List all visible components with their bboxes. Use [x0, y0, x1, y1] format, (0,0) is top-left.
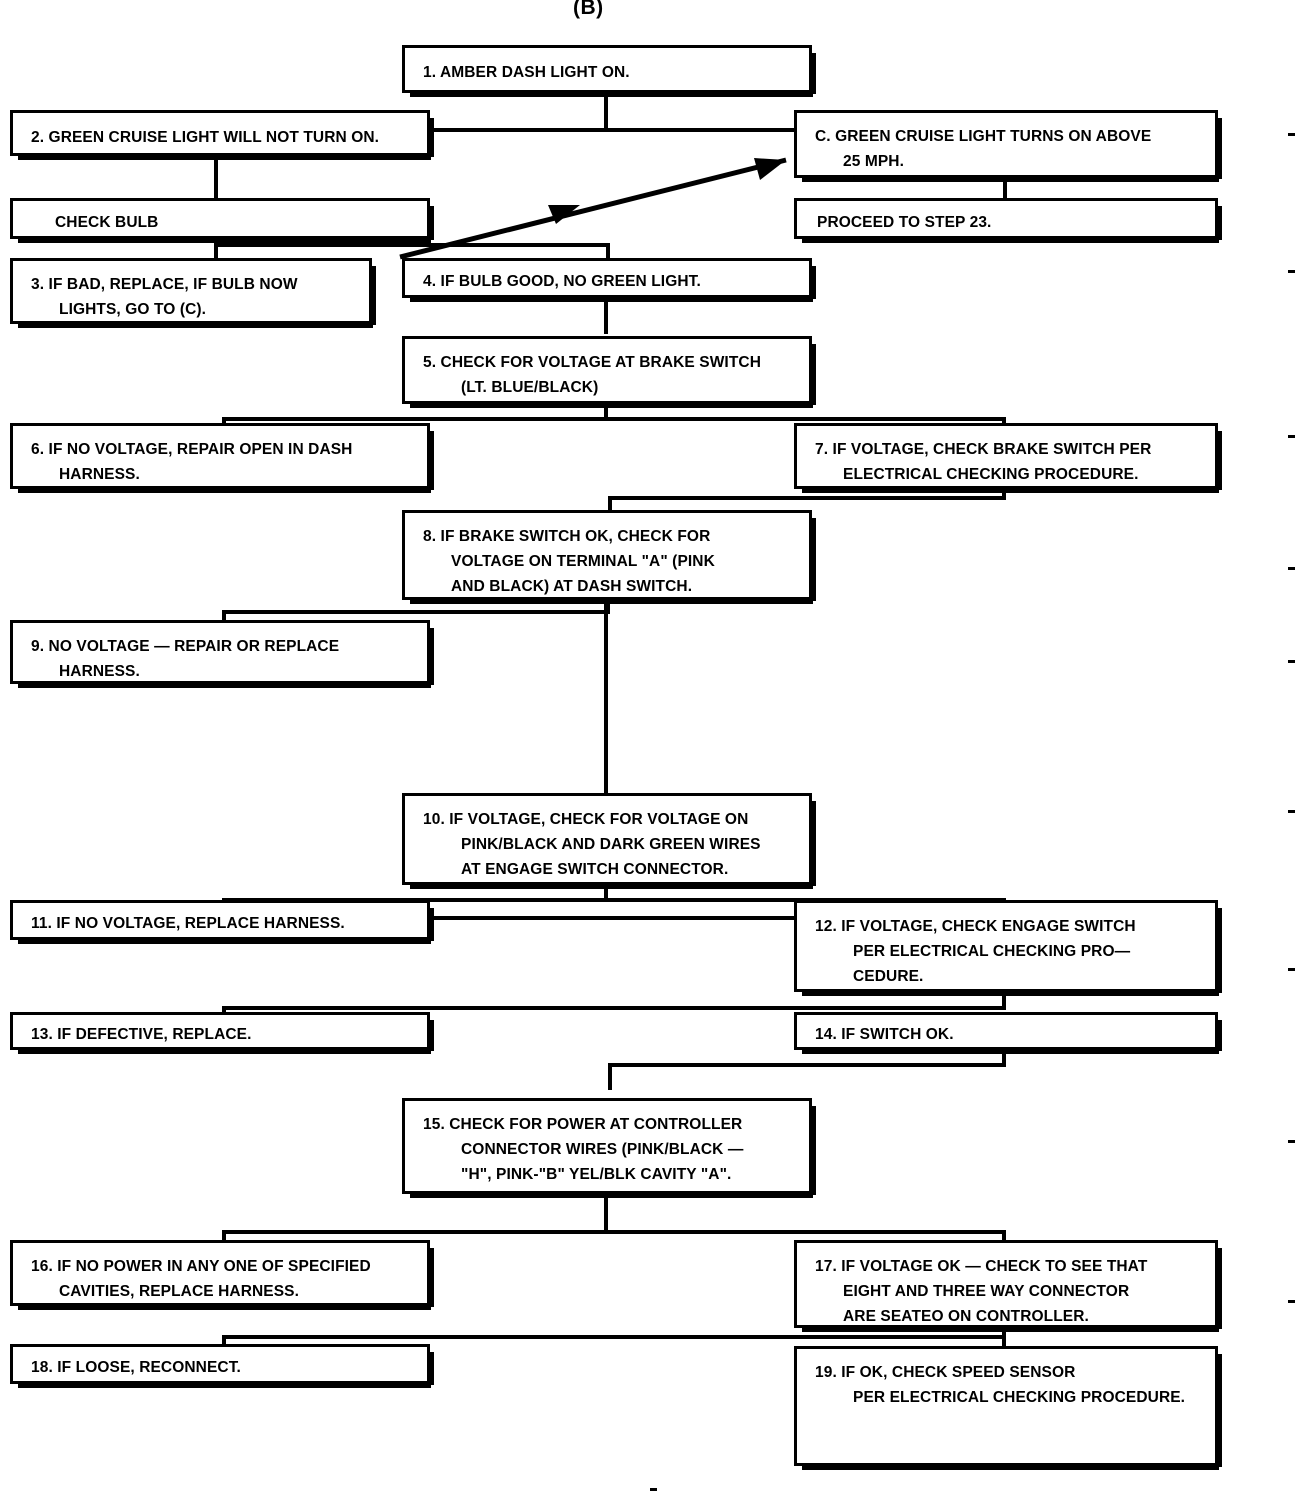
connector-bracket-3-4	[214, 243, 610, 247]
connector-rail-12-to-13	[222, 1006, 1006, 1010]
connector-rail-8-to-9-right	[606, 597, 610, 612]
connector-8-down-long	[604, 597, 608, 793]
connector-rail-14-to-15	[608, 1063, 1006, 1067]
node-13-label: 13. IF DEFECTIVE, REPLACE.	[31, 1026, 252, 1043]
node-14[interactable]: 14. IF SWITCH OK.	[794, 1012, 1222, 1054]
connector-rail-14-to-15-left	[608, 1063, 612, 1090]
margin-tick	[1288, 1300, 1295, 1303]
node-17[interactable]: 17. IF VOLTAGE OK — CHECK TO SEE THAT EI…	[794, 1240, 1222, 1332]
node-2-label: 2. GREEN CRUISE LIGHT WILL NOT TURN ON.	[31, 129, 380, 146]
connector-2-to-c	[428, 128, 800, 132]
connector-rail-7-to-8	[608, 496, 1006, 500]
connector-rail-7-to-8-left	[608, 496, 612, 510]
margin-tick	[1288, 435, 1295, 438]
connector-rail-6-7	[222, 417, 1006, 421]
connector-rail-to-19	[1002, 1335, 1006, 1351]
margin-tick	[650, 1488, 657, 1491]
margin-tick	[1288, 968, 1295, 971]
page-title: (B)	[573, 0, 604, 19]
node-3-label: 3. IF BAD, REPLACE, IF BULB NOW LIGHTS, …	[31, 276, 298, 318]
node-10[interactable]: 10. IF VOLTAGE, CHECK FOR VOLTAGE ON PIN…	[402, 793, 816, 889]
node-17-label: 17. IF VOLTAGE OK — CHECK TO SEE THAT EI…	[815, 1258, 1148, 1325]
node-18-label: 18. IF LOOSE, RECONNECT.	[31, 1359, 241, 1376]
node-19[interactable]: 19. IF OK, CHECK SPEED SENSOR PER ELECTR…	[794, 1346, 1222, 1470]
connector-5-down	[604, 400, 608, 420]
connector-2-down	[214, 155, 218, 200]
node-12-label: 12. IF VOLTAGE, CHECK ENGAGE SWITCH PER …	[815, 918, 1136, 985]
connector-rail-16-17	[222, 1230, 1006, 1234]
node-10-label: 10. IF VOLTAGE, CHECK FOR VOLTAGE ON PIN…	[423, 811, 761, 878]
connector-rail-16-left	[222, 1230, 226, 1242]
node-c-label: C. GREEN CRUISE LIGHT TURNS ON ABOVE 25 …	[815, 128, 1152, 170]
node-2[interactable]: 2. GREEN CRUISE LIGHT WILL NOT TURN ON.	[10, 110, 434, 160]
node-5-label: 5. CHECK FOR VOLTAGE AT BRAKE SWITCH (LT…	[423, 354, 761, 396]
node-proceed-step-23[interactable]: PROCEED TO STEP 23.	[794, 198, 1222, 243]
node-7[interactable]: 7. IF VOLTAGE, CHECK BRAKE SWITCH PER EL…	[794, 423, 1222, 493]
node-5[interactable]: 5. CHECK FOR VOLTAGE AT BRAKE SWITCH (LT…	[402, 336, 816, 408]
node-18[interactable]: 18. IF LOOSE, RECONNECT.	[10, 1344, 434, 1388]
connector-10-down	[604, 882, 608, 900]
node-16[interactable]: 16. IF NO POWER IN ANY ONE OF SPECIFIED …	[10, 1240, 434, 1310]
node-8-label: 8. IF BRAKE SWITCH OK, CHECK FOR VOLTAGE…	[423, 528, 715, 595]
connector-rail-17-right	[1002, 1230, 1006, 1242]
connector-rail-8-to-9	[222, 610, 610, 614]
node-13[interactable]: 13. IF DEFECTIVE, REPLACE.	[10, 1012, 434, 1054]
connector-rail-17-to-18-left	[222, 1335, 226, 1349]
node-9-label: 9. NO VOLTAGE — REPAIR OR REPLACE HARNES…	[31, 638, 340, 680]
margin-tick	[1288, 270, 1295, 273]
node-6-label: 6. IF NO VOLTAGE, REPAIR OPEN IN DASH HA…	[31, 441, 353, 483]
node-proceed-label: PROCEED TO STEP 23.	[817, 214, 992, 231]
connector-1-down	[604, 92, 608, 130]
node-check-bulb-label: CHECK BULB	[55, 214, 159, 231]
node-14-label: 14. IF SWITCH OK.	[815, 1026, 954, 1043]
connector-11-to-12	[428, 916, 800, 920]
node-6[interactable]: 6. IF NO VOLTAGE, REPAIR OPEN IN DASH HA…	[10, 423, 434, 493]
connector-rail-11-12	[222, 898, 1006, 902]
connector-rail-14-right	[1002, 1050, 1006, 1065]
margin-tick	[1288, 133, 1295, 136]
node-3[interactable]: 3. IF BAD, REPLACE, IF BULB NOW LIGHTS, …	[10, 258, 376, 328]
node-check-bulb[interactable]: CHECK BULB	[10, 198, 434, 243]
node-11[interactable]: 11. IF NO VOLTAGE, REPLACE HARNESS.	[10, 900, 434, 944]
connector-rail-17-to-18	[222, 1335, 1006, 1339]
node-11-label: 11. IF NO VOLTAGE, REPLACE HARNESS.	[31, 915, 345, 932]
node-7-label: 7. IF VOLTAGE, CHECK BRAKE SWITCH PER EL…	[815, 441, 1152, 483]
connector-rail-12-to-13-right	[1002, 992, 1006, 1008]
connector-c-down	[1003, 176, 1007, 200]
node-19-label: 19. IF OK, CHECK SPEED SENSOR PER ELECTR…	[815, 1364, 1186, 1406]
node-4[interactable]: 4. IF BULB GOOD, NO GREEN LIGHT.	[402, 258, 816, 302]
node-c[interactable]: C. GREEN CRUISE LIGHT TURNS ON ABOVE 25 …	[794, 110, 1222, 182]
node-1[interactable]: 1. AMBER DASH LIGHT ON.	[402, 45, 816, 97]
node-16-label: 16. IF NO POWER IN ANY ONE OF SPECIFIED …	[31, 1258, 371, 1300]
node-8[interactable]: 8. IF BRAKE SWITCH OK, CHECK FOR VOLTAGE…	[402, 510, 816, 604]
node-15[interactable]: 15. CHECK FOR POWER AT CONTROLLER CONNEC…	[402, 1098, 816, 1198]
connector-rail-8-to-9-left	[222, 610, 226, 624]
node-9[interactable]: 9. NO VOLTAGE — REPAIR OR REPLACE HARNES…	[10, 620, 434, 688]
margin-tick	[1288, 660, 1295, 663]
margin-tick	[1288, 567, 1295, 570]
connector-15-down	[604, 1196, 608, 1232]
margin-tick	[1288, 810, 1295, 813]
node-15-label: 15. CHECK FOR POWER AT CONTROLLER CONNEC…	[423, 1116, 744, 1183]
margin-tick	[1288, 1140, 1295, 1143]
node-4-label: 4. IF BULB GOOD, NO GREEN LIGHT.	[423, 273, 701, 290]
connector-4-down	[604, 293, 608, 334]
node-1-label: 1. AMBER DASH LIGHT ON.	[423, 64, 630, 81]
node-12[interactable]: 12. IF VOLTAGE, CHECK ENGAGE SWITCH PER …	[794, 900, 1222, 996]
